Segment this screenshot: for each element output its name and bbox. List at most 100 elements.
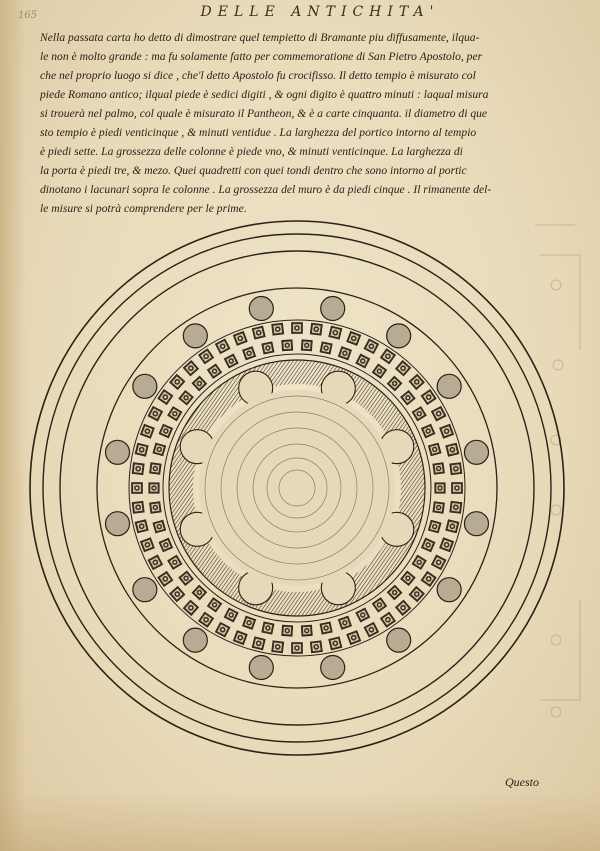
lacunar-tile bbox=[242, 346, 257, 361]
lacunar-tile bbox=[371, 597, 388, 613]
lacunar-tile bbox=[131, 482, 143, 494]
lacunar-tile bbox=[271, 322, 285, 336]
lacunar-tile bbox=[281, 624, 294, 637]
lacunar-tile bbox=[152, 442, 167, 457]
column bbox=[320, 654, 346, 681]
lacunar-tile bbox=[291, 322, 303, 334]
lacunar-tile bbox=[346, 630, 362, 646]
lacunari-ring bbox=[128, 319, 466, 657]
lacunar-tile bbox=[337, 615, 352, 630]
lacunar-tile bbox=[152, 519, 167, 534]
outer-columns bbox=[104, 295, 490, 681]
lacunar-tile bbox=[408, 373, 425, 391]
lacunar-tile bbox=[167, 406, 183, 422]
page-edge-stain bbox=[0, 0, 26, 851]
lacunar-tile bbox=[191, 375, 208, 392]
lacunar-tile bbox=[261, 341, 275, 355]
lacunar-tile bbox=[214, 338, 231, 355]
column bbox=[436, 577, 462, 603]
lacunar-tile bbox=[167, 554, 183, 570]
text-line: le non è molto grande : ma fu solamente … bbox=[40, 50, 483, 63]
outer-rings bbox=[29, 220, 565, 756]
lacunar-tile bbox=[408, 585, 425, 603]
lacunar-tile bbox=[281, 339, 294, 352]
lacunar-tile bbox=[394, 599, 412, 616]
lacunar-tile bbox=[439, 423, 455, 439]
lacunar-tile bbox=[309, 322, 323, 336]
text-line: la porta è piedi tre, & mezo. Quei quadr… bbox=[40, 164, 467, 177]
lacunar-tile bbox=[214, 621, 231, 638]
column bbox=[132, 577, 158, 603]
cella-wall bbox=[168, 359, 426, 617]
lacunar-tile bbox=[319, 621, 333, 635]
show-through-marks bbox=[535, 224, 581, 718]
lacunar-tile bbox=[355, 353, 371, 369]
lacunar-tile bbox=[178, 570, 194, 587]
lacunar-tile bbox=[198, 611, 215, 628]
text-line: Nella passata carta ho detto di dimostra… bbox=[40, 31, 480, 44]
inner-floor-circles bbox=[204, 395, 390, 581]
lacunar-tile bbox=[300, 339, 313, 352]
lacunar-tile bbox=[363, 338, 380, 355]
lacunar-tile bbox=[432, 501, 445, 514]
lacunar-tile bbox=[400, 570, 416, 587]
lacunar-tile bbox=[157, 389, 174, 406]
lacunar-tile bbox=[291, 642, 303, 654]
lacunar-tile bbox=[232, 630, 248, 646]
lacunar-tile bbox=[411, 554, 427, 570]
lacunar-tile bbox=[158, 537, 174, 553]
lacunar-tile bbox=[420, 570, 437, 587]
lacunar-tile bbox=[139, 537, 155, 553]
text-line: si trouerà nel palmo, col quale è misura… bbox=[40, 107, 488, 120]
lacunar-tile bbox=[206, 363, 223, 379]
column bbox=[436, 373, 462, 399]
lacunar-tile bbox=[394, 360, 412, 377]
column bbox=[463, 511, 490, 537]
column bbox=[104, 511, 131, 537]
lacunar-tile bbox=[300, 624, 313, 637]
lacunar-tile bbox=[157, 570, 174, 587]
lacunar-tile bbox=[131, 462, 145, 476]
lacunar-tile bbox=[182, 360, 200, 377]
lacunar-tile bbox=[182, 599, 200, 616]
text-line: le misure si potrà comprendere per le pr… bbox=[40, 202, 247, 215]
lacunar-tile bbox=[451, 482, 463, 494]
column bbox=[386, 627, 412, 653]
lacunar-tile bbox=[206, 597, 223, 613]
lacunar-tile bbox=[445, 519, 460, 534]
lacunar-tile bbox=[147, 405, 164, 422]
column bbox=[320, 295, 346, 322]
lacunar-tile bbox=[449, 462, 463, 476]
running-header: DELLE ANTICHITA' bbox=[200, 4, 440, 20]
column bbox=[248, 295, 274, 322]
lacunar-tile bbox=[371, 363, 388, 379]
lacunar-tile bbox=[379, 611, 396, 628]
text-line: che nel proprio luogo si dice , che'l de… bbox=[40, 69, 476, 82]
lacunar-tile bbox=[271, 640, 285, 654]
lacunar-tile bbox=[198, 348, 215, 365]
lacunar-tile bbox=[147, 554, 164, 571]
lacunar-tile bbox=[379, 348, 396, 365]
lacunar-tile bbox=[363, 621, 380, 638]
column bbox=[182, 627, 208, 653]
column bbox=[182, 323, 208, 349]
text-line: sto tempio è piedi venticinque , & minut… bbox=[40, 126, 477, 139]
lacunar-tile bbox=[386, 584, 403, 601]
catchword: Questo bbox=[505, 775, 539, 789]
lacunar-tile bbox=[251, 636, 266, 651]
lacunar-tile bbox=[149, 462, 162, 475]
body-paragraph: Nella passata carta ho detto di dimostra… bbox=[40, 28, 560, 218]
lacunar-tile bbox=[261, 621, 275, 635]
lacunar-tile bbox=[223, 353, 239, 369]
lacunar-tile bbox=[169, 373, 186, 391]
column bbox=[463, 439, 490, 465]
text-line: dinotano i lacunari sopra le colonne . L… bbox=[40, 183, 492, 196]
lacunar-tile bbox=[420, 389, 437, 406]
text-line: piede Romano antico; ilqual piede è sedi… bbox=[40, 88, 489, 101]
lacunar-tile bbox=[430, 405, 447, 422]
lacunar-tile bbox=[427, 519, 442, 534]
lacunar-tile bbox=[430, 554, 447, 571]
lacunar-tile bbox=[251, 325, 266, 340]
lacunar-tile bbox=[346, 330, 362, 346]
